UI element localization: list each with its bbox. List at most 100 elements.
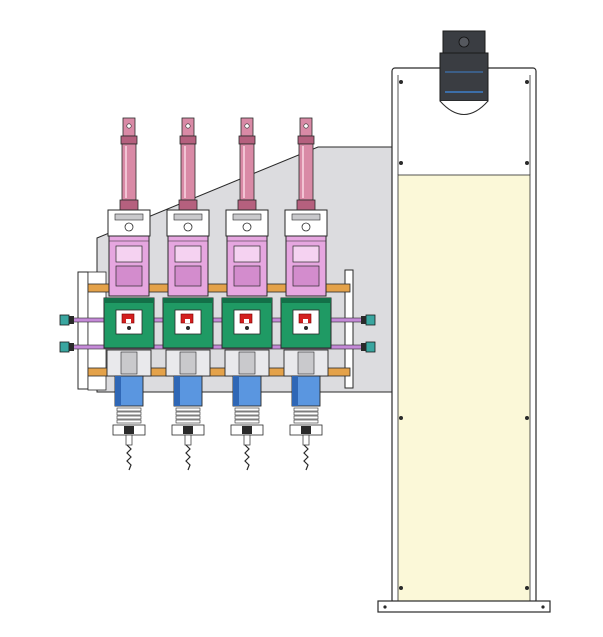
- bracket-bolt: [242, 222, 252, 232]
- bit-shank: [243, 434, 251, 446]
- cylinder-barrel: [121, 143, 137, 201]
- indicator-notch: [185, 319, 190, 323]
- cylinder-barrel: [298, 143, 314, 201]
- spindle-fin: [116, 415, 142, 420]
- carriage-edge: [281, 298, 331, 303]
- spindle-collet: [301, 426, 311, 434]
- column-bolts: [383, 80, 545, 609]
- indicator-dot: [245, 326, 249, 330]
- bracket-slot: [291, 213, 321, 221]
- cylinder-flange: [237, 199, 257, 211]
- spindle-shade: [292, 376, 298, 406]
- spindle-fin: [293, 415, 319, 420]
- spindle-fin: [175, 419, 201, 424]
- spindle-collet: [124, 426, 134, 434]
- bit-flutes: [185, 444, 191, 471]
- carriage-edge: [222, 298, 272, 303]
- spindle-fin: [175, 411, 201, 416]
- cylinder-flange: [296, 199, 316, 211]
- motor-terminal: [115, 265, 143, 287]
- carriage-edge: [104, 298, 154, 303]
- indicator-dot: [127, 326, 131, 330]
- spindle-units: [103, 117, 332, 471]
- clevis-pin: [185, 123, 191, 129]
- pneumatic-cylinder-icon: [119, 117, 139, 211]
- vertical-column: [377, 67, 551, 613]
- drill-bit-icon: [302, 434, 310, 471]
- motor-window: [115, 245, 143, 263]
- housing-core: [120, 351, 138, 375]
- motor-terminal: [233, 265, 261, 287]
- drill-bit-icon: [125, 434, 133, 471]
- spindle-fin: [175, 415, 201, 420]
- spindle-motor-icon: [171, 375, 205, 436]
- clamp-right-lower: [361, 341, 376, 353]
- indicator-dot: [304, 326, 308, 330]
- indicator-notch: [303, 319, 308, 323]
- bracket-bolt: [301, 222, 311, 232]
- spindle-collet: [242, 426, 252, 434]
- clevis-pin: [303, 123, 309, 129]
- cylinder-cap: [238, 135, 256, 145]
- bit-flutes: [126, 444, 132, 471]
- bracket-bolt: [183, 222, 193, 232]
- spindle-fin: [234, 415, 260, 420]
- spindle-fin: [175, 407, 201, 412]
- motor-window: [233, 245, 261, 263]
- left-frame: [77, 271, 107, 391]
- spindle-shade: [233, 376, 239, 406]
- bracket-slot: [173, 213, 203, 221]
- spindle-motor-icon: [112, 375, 146, 436]
- indicator-dot: [186, 326, 190, 330]
- servo-motor-icon: [439, 30, 489, 115]
- clamp-left-upper: [59, 314, 74, 326]
- spindle-collet: [183, 426, 193, 434]
- bit-shank: [125, 434, 133, 446]
- right-frame: [344, 269, 354, 389]
- spindle-fin: [234, 407, 260, 412]
- carriage-edge: [163, 298, 213, 303]
- spindle-unit: [103, 117, 155, 471]
- pneumatic-cylinder-icon: [237, 117, 257, 211]
- spindle-unit: [280, 117, 332, 471]
- drill-bit-icon: [243, 434, 251, 471]
- bit-shank: [184, 434, 192, 446]
- pneumatic-cylinder-icon: [178, 117, 198, 211]
- motor-terminal: [174, 265, 202, 287]
- bit-flutes: [244, 444, 250, 471]
- clamp-left-lower: [59, 341, 74, 353]
- bracket-bolt: [124, 222, 134, 232]
- indicator-notch: [126, 319, 131, 323]
- spindle-fin: [234, 411, 260, 416]
- cylinder-cap: [297, 135, 315, 145]
- bracket-slot: [114, 213, 144, 221]
- motor-window: [174, 245, 202, 263]
- spindle-unit: [221, 117, 273, 471]
- cylinder-flange: [178, 199, 198, 211]
- spindle-unit: [162, 117, 214, 471]
- housing-core: [238, 351, 256, 375]
- bit-shank: [302, 434, 310, 446]
- spindle-motor-icon: [230, 375, 264, 436]
- cylinder-barrel: [239, 143, 255, 201]
- spindle-shade: [174, 376, 180, 406]
- clevis-pin: [126, 123, 132, 129]
- bit-flutes: [303, 444, 309, 471]
- drill-bit-icon: [184, 434, 192, 471]
- bracket-slot: [232, 213, 262, 221]
- clevis-pin: [244, 123, 250, 129]
- spindle-fin: [116, 419, 142, 424]
- housing-core: [179, 351, 197, 375]
- column-base-plate: [377, 600, 551, 613]
- spindle-fin: [293, 407, 319, 412]
- indicator-notch: [244, 319, 249, 323]
- spindle-shade: [115, 376, 121, 406]
- spindle-fin: [293, 411, 319, 416]
- spindle-fin: [116, 411, 142, 416]
- cylinder-flange: [119, 199, 139, 211]
- lower-rail: [87, 367, 351, 377]
- spindle-fin: [293, 419, 319, 424]
- column-panel: [397, 174, 531, 604]
- motor-terminal: [292, 265, 320, 287]
